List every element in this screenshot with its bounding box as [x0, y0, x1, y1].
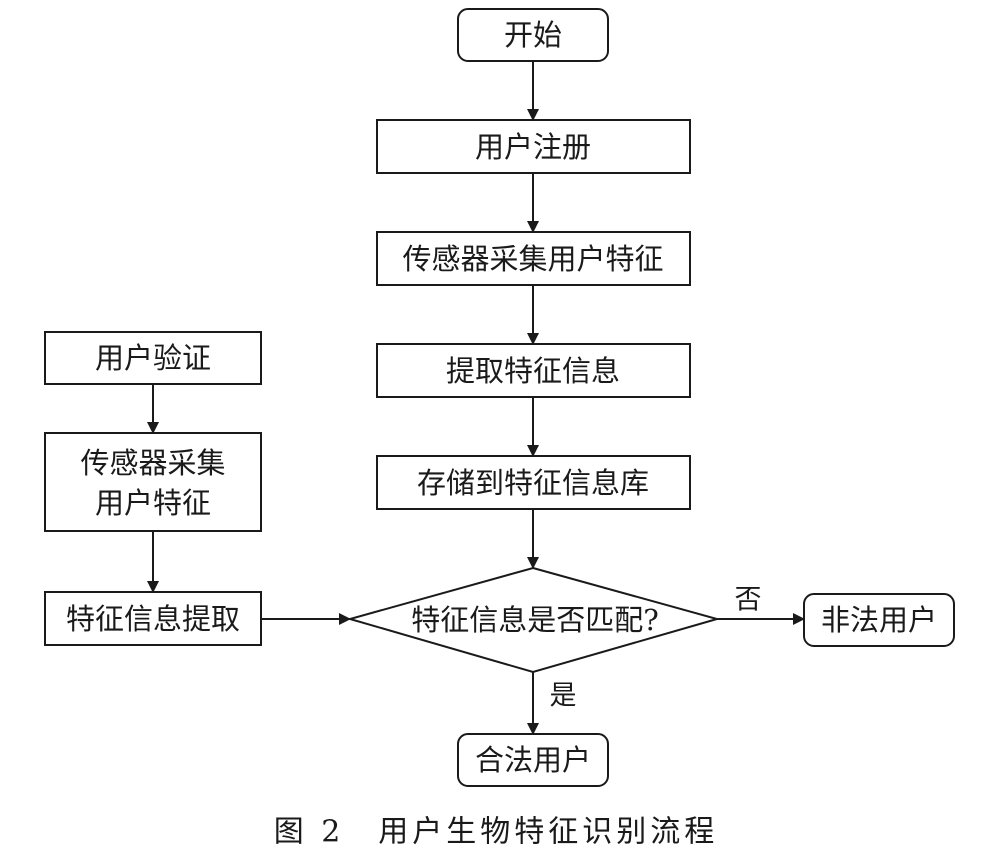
node-verify: 用户验证	[44, 331, 262, 385]
node-illegal-label: 非法用户	[821, 603, 937, 637]
node-capture-register-label: 传感器采集用户特征	[402, 242, 663, 276]
node-store: 存储到特征信息库	[376, 455, 691, 510]
node-legal: 合法用户	[457, 733, 609, 787]
node-illegal: 非法用户	[803, 593, 955, 647]
edge-label-yes: 是	[550, 681, 577, 712]
edges	[147, 61, 805, 735]
node-register: 用户注册	[376, 119, 691, 174]
node-extract-label: 提取特征信息	[446, 354, 620, 388]
node-extract: 提取特征信息	[376, 343, 691, 398]
node-register-label: 用户注册	[475, 130, 591, 164]
node-start-label: 开始	[504, 18, 562, 52]
node-capture-verify-label-line2: 用户特征	[95, 486, 211, 520]
node-start: 开始	[457, 8, 609, 62]
figure-caption: 图 2 用户生物特征识别流程	[274, 815, 719, 850]
node-capture-verify-label-line1: 传感器采集	[80, 446, 225, 480]
node-verify-label: 用户验证	[95, 341, 211, 375]
edge-label-no: 否	[735, 585, 762, 616]
node-decision: 特征信息是否匹配?	[346, 566, 721, 674]
node-decision-label: 特征信息是否匹配?	[411, 603, 659, 637]
node-capture-register: 传感器采集用户特征	[376, 231, 691, 286]
node-store-label: 存储到特征信息库	[417, 466, 649, 500]
node-legal-label: 合法用户	[475, 743, 591, 777]
node-extract-verify-label: 特征信息提取	[66, 602, 240, 636]
node-capture-verify: 传感器采集 用户特征	[44, 432, 262, 532]
node-extract-verify: 特征信息提取	[44, 591, 262, 646]
